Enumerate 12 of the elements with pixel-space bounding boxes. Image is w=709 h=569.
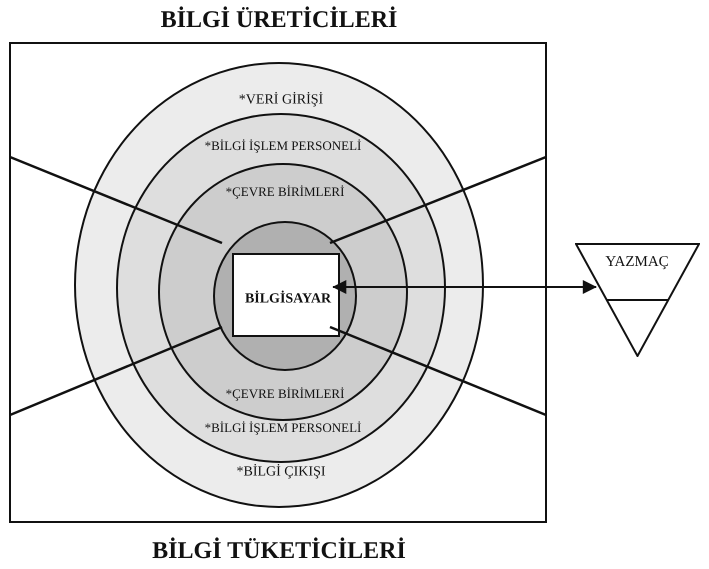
register-triangle <box>575 243 700 357</box>
ring-label: *VERİ GİRİŞİ <box>238 92 324 108</box>
node-label: BİLGİSAYAR <box>244 291 332 307</box>
heading: BİLGİ TÜKETİCİLERİ <box>152 538 406 564</box>
ring-label: *ÇEVRE BİRİMLERİ <box>226 184 344 200</box>
ring-label: *BİLGİ İŞLEM PERSONELİ <box>204 420 362 436</box>
ring-label: *ÇEVRE BİRİMLERİ <box>226 386 344 402</box>
node-label: YAZMAÇ <box>605 254 669 270</box>
ring-label: *BİLGİ ÇIKIŞI <box>236 464 326 480</box>
heading: BİLGİ ÜRETİCİLERİ <box>160 6 398 34</box>
ring-label: *BİLGİ İŞLEM PERSONELİ <box>204 138 362 154</box>
computer-box <box>232 253 340 337</box>
